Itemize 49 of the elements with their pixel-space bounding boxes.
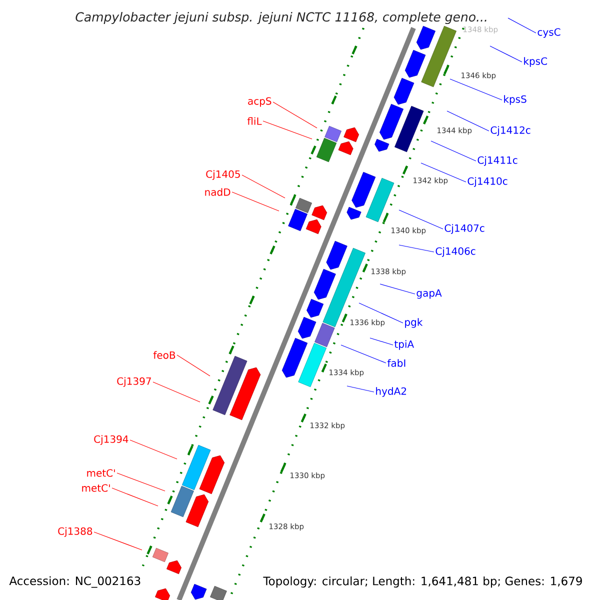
gene-label: pgk — [405, 318, 423, 328]
gene-label: metC' — [82, 484, 110, 492]
gene-label: fabI — [387, 359, 406, 367]
leader-line — [242, 174, 286, 198]
gene-label: Cj1405 — [206, 170, 240, 180]
leader-line — [340, 344, 386, 364]
gene-label: Cj1407c — [444, 224, 484, 234]
leader-line — [508, 18, 536, 34]
leader-line — [130, 440, 178, 460]
leader-line — [112, 488, 158, 506]
gene-label: metC' — [87, 469, 115, 477]
leader-line — [116, 472, 166, 492]
leader-line — [346, 386, 374, 392]
info-text: Topology: circular; Length: 1,641,481 bp; Genes: 1,679 — [262, 575, 584, 589]
leader-line — [420, 162, 466, 182]
title: Campylobacter jejuni subsp. jejuni NCTC 11168, complete geno... — [74, 10, 489, 26]
leader-line — [490, 46, 522, 62]
gene-label: Cj1410c — [468, 177, 508, 187]
leader-line — [272, 102, 318, 128]
gene-label: Cj1388 — [58, 527, 92, 537]
leader-line — [232, 192, 280, 212]
gene-label: Cj1394 — [94, 435, 128, 445]
leader-line — [358, 302, 404, 324]
leader-line — [398, 210, 444, 230]
gene-label: fliL — [247, 117, 262, 125]
leader-line — [370, 338, 394, 346]
leader-line — [450, 78, 502, 100]
gene-label: Cj1397 — [117, 377, 151, 387]
gene-label: nadD — [205, 188, 230, 196]
gene-label: acpS — [248, 97, 272, 107]
leader-line — [176, 354, 210, 376]
gene-label: cysC — [538, 28, 560, 38]
gene-label: tpiA — [394, 340, 414, 350]
leader-line — [380, 284, 416, 294]
gene-label: Cj1411c — [478, 156, 518, 166]
leader-line — [398, 244, 434, 252]
leader-line — [152, 382, 200, 402]
leader-line — [262, 120, 312, 140]
leader-line — [430, 140, 476, 162]
gene-label: hydA2 — [376, 387, 406, 397]
gene-label: Cj1406c — [436, 247, 476, 257]
leader-line — [94, 532, 142, 550]
leader-line — [446, 110, 490, 132]
gene-label: Cj1412c — [490, 126, 530, 136]
gene-label: kpsS — [504, 95, 526, 105]
info-text: Accession: NC_002163 — [8, 575, 142, 589]
gene-label: kpsC — [524, 57, 547, 67]
gene-label: gapA — [416, 289, 442, 299]
gene-label: feoB — [153, 351, 176, 359]
